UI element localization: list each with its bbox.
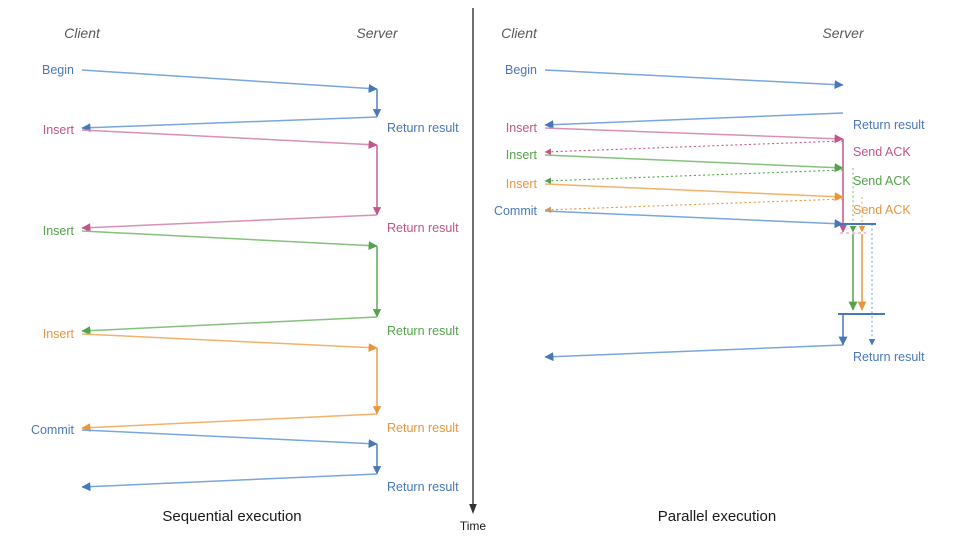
right-message-6: Insert [506, 177, 844, 202]
right-server-lane-label: Server [822, 25, 865, 41]
left-message-0: Begin [42, 63, 378, 93]
left-message-label: Commit [31, 423, 75, 437]
left-message-label: Insert [43, 224, 75, 238]
right-message-label: Send ACK [853, 203, 911, 217]
left-message-label: Return result [387, 324, 459, 338]
left-message-2: Insert [43, 123, 378, 150]
right-message-label: Return result [853, 118, 925, 132]
right-sync-bars [838, 223, 885, 346]
right-message-0: Begin [505, 63, 844, 90]
left-message-label: Begin [42, 63, 74, 77]
right-arrow-4 [544, 154, 844, 173]
right-message-label: Begin [505, 63, 537, 77]
left-arrow-0 [81, 69, 378, 93]
right-message-label: Send ACK [853, 174, 911, 188]
left-client-lane-label: Client [64, 25, 101, 41]
left-arrow-6 [81, 333, 378, 353]
left-arrow-1 [81, 116, 378, 133]
time-axis: Time [460, 452, 487, 533]
left-lane-headers: Client Server [64, 25, 399, 41]
right-message-7: Send ACK [544, 198, 911, 217]
left-message-label: Insert [43, 123, 75, 137]
right-panel-caption: Parallel execution [658, 508, 776, 525]
right-message-9: Return result [544, 344, 925, 364]
left-message-label: Return result [387, 421, 459, 435]
right-arrow-9 [544, 344, 844, 362]
left-message-label: Insert [43, 327, 75, 341]
right-arrow-1 [544, 112, 844, 130]
left-arrow-5 [81, 316, 378, 336]
left-message-8: Commit [31, 423, 378, 449]
right-arrow-7 [544, 198, 844, 214]
right-message-4: Insert [506, 148, 844, 173]
left-server-lane-label: Server [356, 25, 399, 41]
right-arrow-2 [544, 127, 844, 144]
left-arrow-2 [81, 129, 378, 150]
right-message-label: Insert [506, 121, 538, 135]
right-arrow-3 [544, 140, 844, 156]
left-message-1: Return result [81, 116, 459, 135]
right-message-8: Commit [494, 204, 844, 229]
left-arrow-4 [81, 230, 378, 251]
left-message-label: Return result [387, 121, 459, 135]
left-message-6: Insert [43, 327, 378, 353]
right-message-label: Return result [853, 350, 925, 364]
right-message-label: Commit [494, 204, 538, 218]
right-arrow-6 [544, 183, 844, 202]
right-lane-headers: Client Server [501, 25, 865, 41]
left-arrow-3 [81, 214, 378, 233]
right-server-tracks [838, 139, 876, 346]
right-arrow-5 [544, 169, 844, 185]
right-message-5: Send ACK [544, 169, 911, 188]
time-axis-arrowhead [469, 504, 477, 514]
left-message-3: Return result [81, 214, 459, 235]
time-axis-label: Time [460, 519, 487, 533]
left-message-9: Return result [81, 473, 459, 494]
right-message-label: Insert [506, 177, 538, 191]
right-arrow-8 [544, 210, 844, 229]
left-message-7: Return result [81, 413, 459, 435]
left-arrow-8 [81, 429, 378, 449]
right-message-label: Insert [506, 148, 538, 162]
right-message-1: Return result [544, 112, 925, 132]
left-panel-caption: Sequential execution [162, 508, 301, 525]
left-arrow-9 [81, 473, 378, 492]
right-arrow-0 [544, 69, 844, 90]
left-message-4: Insert [43, 224, 378, 251]
right-message-2: Insert [506, 121, 844, 144]
left-message-label: Return result [387, 221, 459, 235]
right-message-3: Send ACK [544, 140, 911, 159]
left-message-label: Return result [387, 480, 459, 494]
left-message-5: Return result [81, 316, 459, 338]
right-client-lane-label: Client [501, 25, 538, 41]
right-message-label: Send ACK [853, 145, 911, 159]
left-arrow-7 [81, 413, 378, 433]
